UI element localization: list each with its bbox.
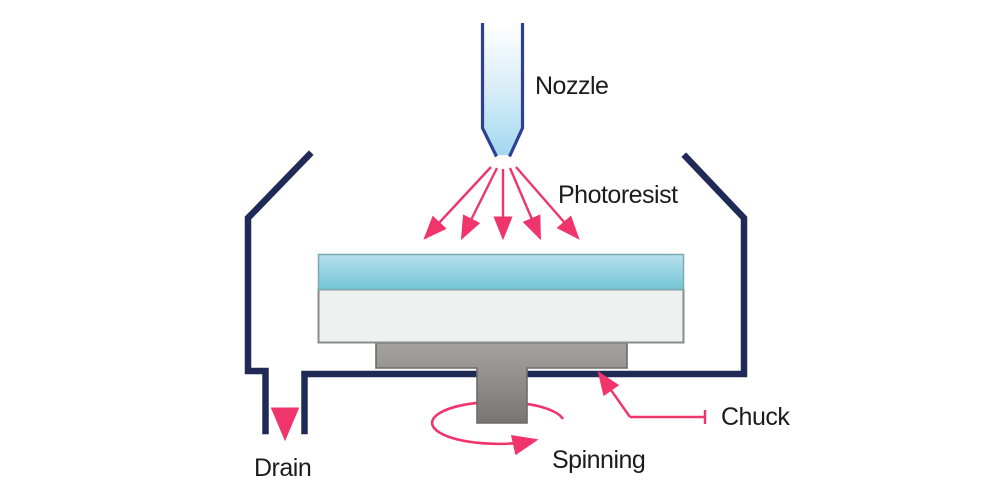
drain-label: Drain bbox=[254, 454, 312, 482]
spray-arrow-icon bbox=[460, 167, 499, 241]
rotation-arrow bbox=[430, 400, 565, 456]
photoresist-layer bbox=[317, 253, 685, 291]
photoresist-spray-arrows bbox=[423, 166, 580, 241]
chuck-callout-line bbox=[597, 371, 707, 424]
bowl-left-wall bbox=[244, 150, 314, 435]
nozzle-label: Nozzle bbox=[535, 72, 609, 100]
wafer-layer bbox=[317, 288, 685, 344]
chuck-pointer-arrow bbox=[597, 371, 631, 418]
spinning-label: Spinning bbox=[552, 446, 646, 474]
nozzle-right-edge bbox=[508, 23, 525, 158]
spray-arrow-icon bbox=[423, 166, 492, 240]
chuck-label: Chuck bbox=[721, 403, 790, 431]
bowl-outline bbox=[244, 150, 748, 435]
bowl-right-wall-and-bottom bbox=[301, 152, 748, 435]
spray-arrow-icon bbox=[508, 167, 542, 241]
nozzle-shape bbox=[480, 23, 525, 158]
spray-arrow-icon bbox=[515, 166, 580, 240]
chuck-shape bbox=[375, 342, 628, 424]
nozzle-left-edge bbox=[480, 23, 498, 158]
photoresist-label: Photoresist bbox=[558, 181, 678, 209]
nozzle-body bbox=[484, 23, 521, 155]
